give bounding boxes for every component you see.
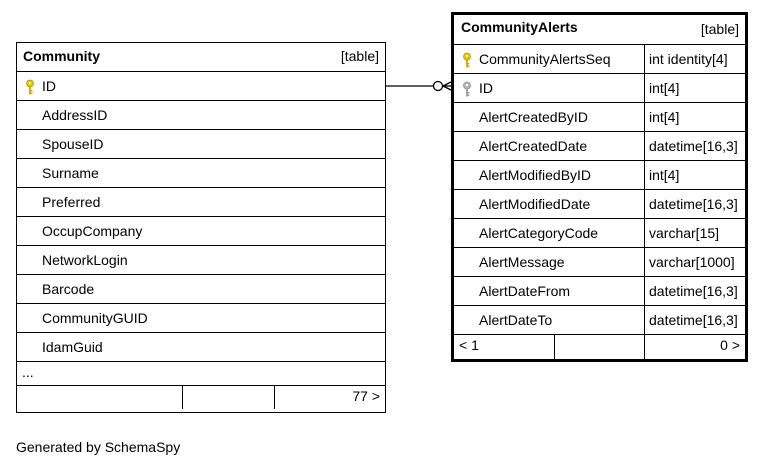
column-type: int[4] bbox=[644, 161, 679, 189]
footer-cell bbox=[182, 386, 274, 409]
alerts-row[interactable]: AlertDateTo datetime[16,3] bbox=[454, 306, 745, 335]
column-name: AlertCreatedDate bbox=[479, 138, 588, 154]
column-name: CommunityAlertsSeq bbox=[479, 51, 611, 67]
ellipsis-text: ... bbox=[22, 364, 34, 380]
column-type: varchar[1000] bbox=[644, 248, 735, 276]
column-name: AlertCreatedByID bbox=[479, 109, 588, 125]
column-name: AlertDateTo bbox=[479, 312, 553, 328]
community-row[interactable]: AddressID bbox=[17, 101, 385, 130]
column-type: int[4] bbox=[644, 74, 679, 102]
children-count: 0 > bbox=[720, 337, 740, 353]
column-type: int[4] bbox=[644, 103, 679, 131]
column-name: AlertModifiedDate bbox=[479, 196, 591, 212]
alerts-row-id[interactable]: ID int[4] bbox=[454, 74, 745, 103]
alerts-row[interactable]: AlertCreatedByID int[4] bbox=[454, 103, 745, 132]
community-table-footer: 77 > bbox=[17, 386, 385, 409]
community-table-header: Community [table] bbox=[17, 43, 385, 72]
column-name: Surname bbox=[42, 165, 99, 181]
column-name: Preferred bbox=[42, 194, 101, 210]
column-name: NetworkLogin bbox=[42, 252, 128, 268]
column-name: OccupCompany bbox=[42, 223, 143, 239]
alerts-row[interactable]: AlertMessage varchar[1000] bbox=[454, 248, 745, 277]
community-row[interactable]: NetworkLogin bbox=[17, 246, 385, 275]
column-type: datetime[16,3] bbox=[644, 306, 738, 334]
alerts-row[interactable]: AlertCategoryCode varchar[15] bbox=[454, 219, 745, 248]
primary-key-icon bbox=[26, 79, 34, 95]
community-row[interactable]: IdamGuid bbox=[17, 333, 385, 362]
community-row[interactable]: Barcode bbox=[17, 275, 385, 304]
alerts-row[interactable]: AlertCreatedDate datetime[16,3] bbox=[454, 132, 745, 161]
column-type: datetime[16,3] bbox=[644, 277, 738, 305]
community-table-name: Community bbox=[23, 48, 100, 64]
alerts-table-header: CommunityAlerts [table] bbox=[454, 15, 745, 45]
column-name: SpouseID bbox=[42, 136, 104, 152]
column-name: Barcode bbox=[42, 281, 95, 297]
generated-by-caption: Generated by SchemaSpy bbox=[16, 439, 181, 455]
column-name: CommunityGUID bbox=[42, 310, 148, 326]
parents-count: < 1 bbox=[459, 337, 479, 353]
column-type: datetime[16,3] bbox=[644, 132, 738, 160]
column-name: AlertDateFrom bbox=[479, 283, 571, 299]
alerts-table-kind: [table] bbox=[700, 21, 739, 37]
alerts-row[interactable]: AlertDateFrom datetime[16,3] bbox=[454, 277, 745, 306]
children-count: 77 > bbox=[352, 388, 380, 404]
column-name: AddressID bbox=[42, 107, 108, 123]
footer-cell bbox=[554, 335, 644, 361]
footer-cell-children[interactable]: 0 > bbox=[644, 335, 745, 361]
community-row[interactable]: Surname bbox=[17, 159, 385, 188]
footer-cell-parents[interactable]: < 1 bbox=[454, 335, 554, 361]
community-row[interactable]: OccupCompany bbox=[17, 217, 385, 246]
column-name: ID bbox=[42, 78, 56, 94]
column-name: IdamGuid bbox=[42, 339, 103, 355]
alerts-row[interactable]: AlertModifiedByID int[4] bbox=[454, 161, 745, 190]
column-type: datetime[16,3] bbox=[644, 190, 738, 218]
column-name: AlertMessage bbox=[479, 254, 565, 270]
column-name: ID bbox=[479, 80, 493, 96]
community-row-id[interactable]: ID bbox=[17, 72, 385, 101]
foreign-key-icon bbox=[463, 81, 471, 97]
alerts-table-footer: < 1 0 > bbox=[454, 335, 745, 361]
primary-key-icon bbox=[463, 52, 471, 68]
column-type: int identity[4] bbox=[644, 45, 728, 73]
alerts-row-community-alerts-seq[interactable]: CommunityAlertsSeq int identity[4] bbox=[454, 45, 745, 74]
footer-cell-children[interactable]: 77 > bbox=[274, 386, 385, 409]
community-more-columns[interactable]: ... bbox=[17, 362, 385, 386]
community-row[interactable]: SpouseID bbox=[17, 130, 385, 159]
community-alerts-table[interactable]: CommunityAlerts [table] CommunityAlertsS… bbox=[451, 12, 748, 362]
alerts-row[interactable]: AlertModifiedDate datetime[16,3] bbox=[454, 190, 745, 219]
column-name: AlertCategoryCode bbox=[479, 225, 599, 241]
column-name: AlertModifiedByID bbox=[479, 167, 592, 183]
community-table[interactable]: Community [table] ID AddressID SpouseID … bbox=[16, 42, 386, 413]
community-row[interactable]: Preferred bbox=[17, 188, 385, 217]
community-row[interactable]: CommunityGUID bbox=[17, 304, 385, 333]
column-type: varchar[15] bbox=[644, 219, 719, 247]
community-table-kind: [table] bbox=[340, 48, 379, 64]
alerts-table-name: CommunityAlerts bbox=[461, 19, 578, 35]
